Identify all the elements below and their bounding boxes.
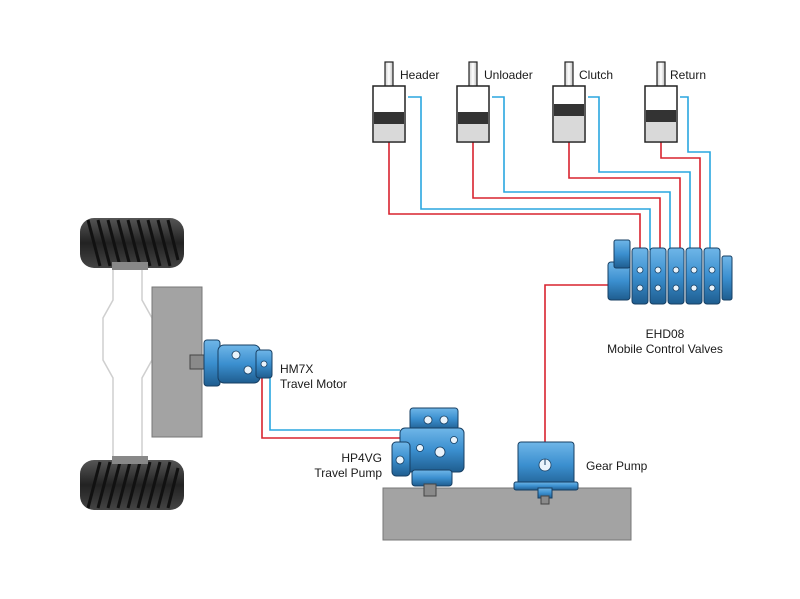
cylinder-label-header: Header — [400, 68, 439, 82]
motor-return-line — [269, 366, 400, 431]
header-pressure-line — [388, 142, 641, 250]
top-tire — [80, 218, 184, 270]
cylinder-label-unloader: Unloader — [484, 68, 533, 82]
axle-assembly — [80, 218, 184, 510]
unloader-return-line — [492, 96, 671, 250]
gear-pump-supply-line — [544, 284, 622, 442]
pump-label-model: HP4VG — [341, 451, 382, 465]
header-return-line — [408, 96, 651, 250]
axle-frame — [102, 261, 153, 467]
motor-label-model: HM7X — [280, 362, 313, 376]
valve-label-description: Mobile Control Valves — [607, 342, 723, 356]
pump-label-description: Travel Pump — [314, 466, 382, 480]
control-valve-bank — [607, 239, 733, 305]
return-pressure-line — [660, 142, 701, 250]
return-return-line — [680, 96, 711, 250]
cylinder-label-clutch: Clutch — [579, 68, 613, 82]
base-platform — [382, 487, 632, 541]
cylinder-label-return: Return — [670, 68, 706, 82]
travel-motor — [189, 339, 273, 387]
unloader-pressure-line — [472, 142, 661, 250]
clutch-return-line — [588, 96, 691, 250]
bottom-tire — [80, 456, 184, 510]
cylinder-return — [644, 61, 678, 143]
valve-solenoid — [613, 239, 631, 269]
valve-label-model: EHD08 — [646, 327, 685, 341]
cylinder-clutch — [552, 61, 586, 143]
motor-label-description: Travel Motor — [280, 377, 347, 391]
gear-pump-label: Gear Pump — [586, 459, 648, 473]
cylinder-unloader — [456, 61, 490, 143]
valve-sections — [631, 247, 733, 305]
clutch-pressure-line — [568, 142, 681, 250]
cylinder-header — [372, 61, 406, 143]
motor-pressure-line — [261, 366, 400, 439]
gear-pump — [513, 441, 579, 505]
hydraulic-lines — [261, 96, 711, 442]
travel-pump — [391, 407, 465, 497]
